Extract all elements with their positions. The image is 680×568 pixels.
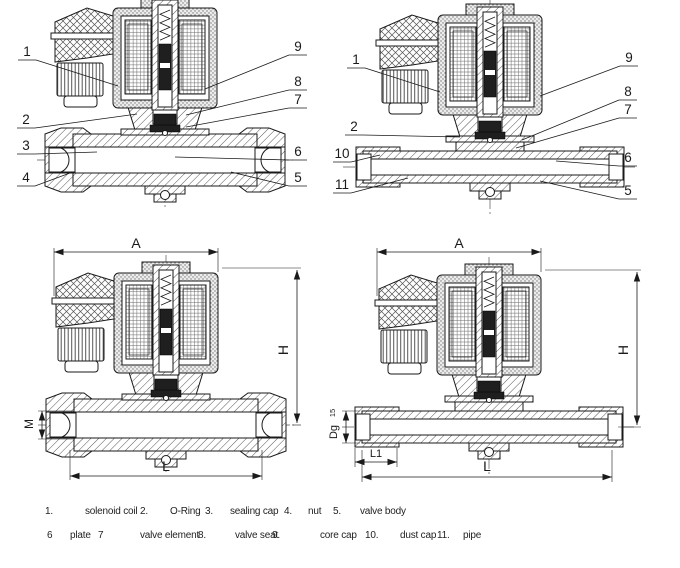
callout-number: 9 (625, 50, 633, 65)
dim-label-L: L (483, 458, 491, 474)
legend-num-1: 1. (45, 506, 53, 517)
dim-label-A: A (454, 235, 464, 251)
callout-number: 8 (294, 74, 302, 89)
dim-label-A: A (131, 235, 141, 251)
legend-num-6: 6 (47, 530, 53, 541)
callout-number: 5 (294, 170, 302, 185)
legend-label-dust-cap: dust cap (400, 530, 437, 541)
dim-label-Dg-size: 15 (328, 409, 337, 417)
callout-number: 11 (335, 177, 349, 192)
callout-number: 1 (352, 52, 360, 67)
legend-num-4: 4. (284, 506, 292, 517)
legend-num-11: 11. (437, 530, 450, 541)
view-top-right-section-with-callouts: 1 210 11 9 8 7 6 5 (333, 0, 638, 214)
dim-label-H: H (615, 345, 631, 355)
legend-num-9: 9. (272, 530, 280, 541)
dim-label-H: H (275, 345, 291, 355)
dim-label-M: M (22, 419, 36, 429)
legend-row-2: 6 plate 7 valve element 8. valve seat 9.… (0, 530, 680, 544)
legend-label-pipe: pipe (463, 530, 482, 541)
legend-label-core-cap: core cap (320, 530, 357, 541)
legend-num-7: 7 (98, 530, 104, 541)
callout-number: 1 (23, 44, 31, 59)
callout-number: 9 (294, 39, 302, 54)
callout-number: 8 (624, 84, 632, 99)
callout-number: 2 (350, 119, 358, 134)
legend-label-valve-seat: valve seat (235, 530, 279, 541)
legend-label-valve-element: valve element (140, 530, 200, 541)
legend-label-o-ring: O-Ring (170, 506, 201, 517)
callout-number: 6 (294, 144, 302, 159)
legend-num-3: 3. (205, 506, 213, 517)
legend-row-1: 1. solenoid coil 2. O-Ring 3. sealing ca… (0, 506, 680, 520)
callout-number: 10 (334, 146, 349, 161)
legend-num-2: 2. (140, 506, 148, 517)
callout-number: 4 (22, 170, 30, 185)
callout-number: 3 (22, 138, 30, 153)
callout-number: 7 (624, 102, 632, 117)
legend-label-sealing-cap: sealing cap (230, 506, 279, 517)
callout-number: 7 (294, 92, 302, 107)
view-top-left-section-with-callouts: 1 2 3 4 9 8 7 6 5 (17, 0, 307, 207)
legend-label-solenoid-coil: solenoid coil (85, 506, 138, 517)
callout-number: 5 (624, 183, 632, 198)
dim-label-L1: L1 (370, 448, 382, 460)
legend-num-10: 10. (365, 530, 379, 541)
view-bottom-left-dimension-view: A H M L (22, 235, 301, 480)
legend-label-valve-body: valve body (360, 506, 406, 517)
callout-number: 2 (22, 112, 30, 127)
legend-label-nut: nut (308, 506, 322, 517)
legend-num-5: 5. (333, 506, 341, 517)
callout-number: 6 (624, 150, 632, 165)
dim-label-Dg: Dg (328, 425, 340, 439)
legend-num-8: 8. (198, 530, 206, 541)
dim-label-L: L (162, 458, 170, 474)
legend-label-plate: plate (70, 530, 91, 541)
